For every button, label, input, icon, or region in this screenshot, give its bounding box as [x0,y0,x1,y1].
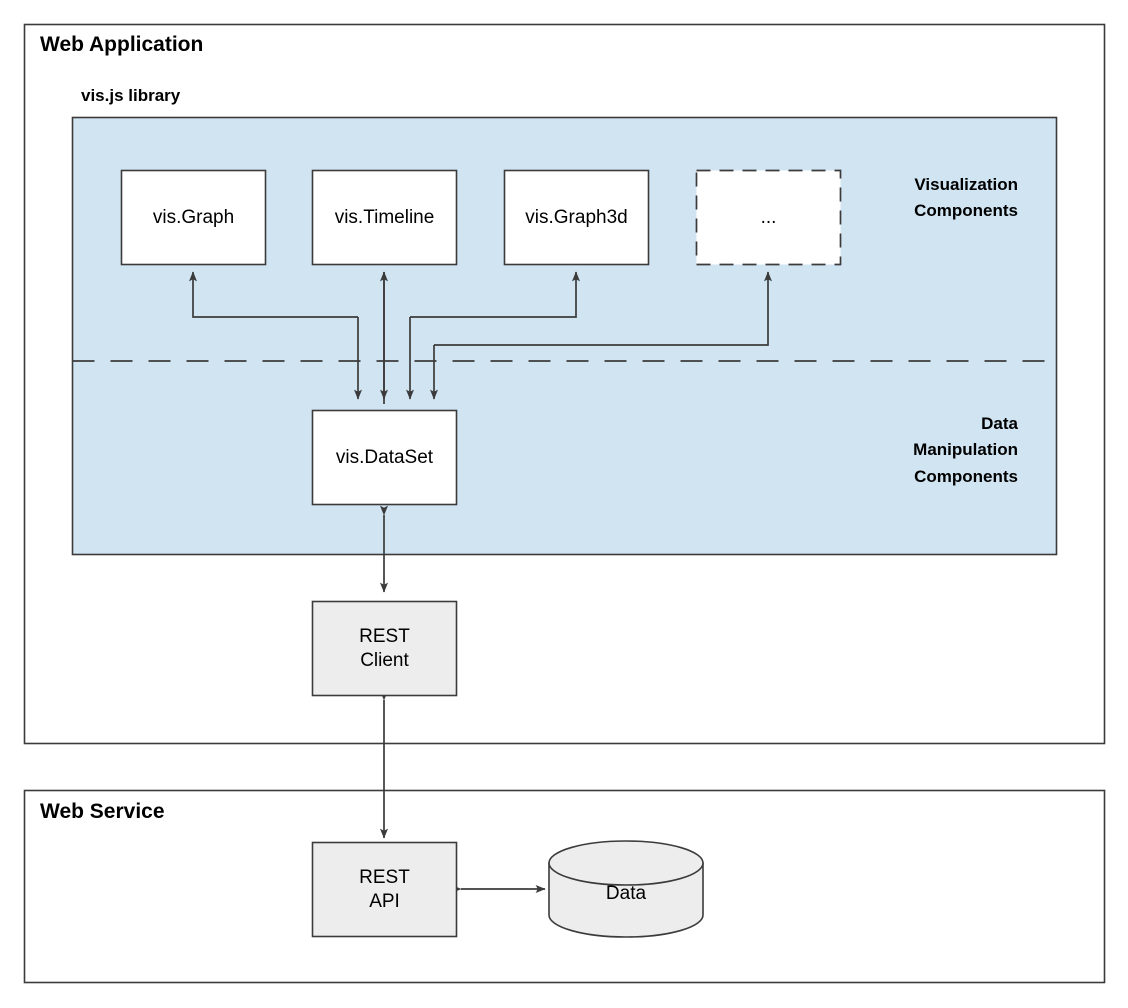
edge-dataset-to-more [434,271,772,346]
node-data-store[interactable] [548,840,704,938]
node-vis-graph3d[interactable] [503,169,650,266]
node-vis-graph[interactable] [120,169,267,266]
node-more[interactable] [695,169,842,266]
web-application-title: Web Application [40,33,204,56]
node-rest-api[interactable] [311,841,458,938]
visjs-library-title: vis.js library [81,86,181,105]
data-manipulation-components-label: Data Manipulation Components [913,414,1018,486]
node-vis-timeline[interactable] [311,169,458,266]
edge-dataset-to-vis-graph [189,271,358,318]
web-service-title: Web Service [40,800,165,823]
visualization-components-label: Visualization Components [914,175,1018,221]
node-rest-client[interactable] [311,600,458,697]
edge-dataset-to-vis-graph3d [410,271,580,318]
node-vis-dataset[interactable] [311,409,458,506]
